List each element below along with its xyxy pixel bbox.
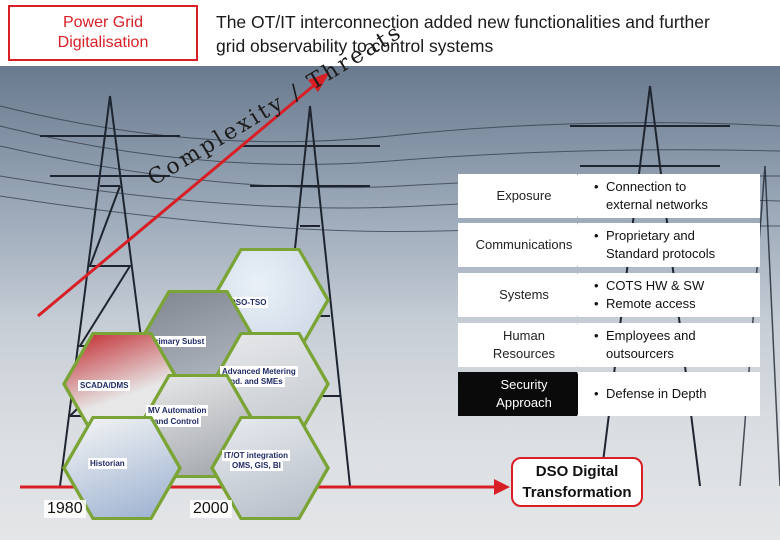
dso-box-line-1: DSO Digital	[535, 463, 619, 480]
row-security-approach-label-2: Approach	[496, 395, 552, 410]
row-human-resources-label: Human Resources	[458, 323, 590, 367]
row-communications-text-2: Standard protocols	[606, 246, 716, 261]
row-exposure-text-2: external networks	[606, 197, 708, 212]
dso-digital-transformation-box: DSO Digital Transformation	[511, 457, 643, 507]
hex-mv-label-1: MV Automation	[146, 405, 209, 416]
row-human-resources: Human Resources Employees and outsourcer…	[458, 323, 760, 367]
headline-line-1: The OT/IT interconnection added new func…	[216, 12, 710, 32]
row-communications-content: Proprietary and Standard protocols	[578, 223, 760, 267]
dso-box-line-2: Transformation	[522, 484, 632, 501]
row-human-resources-label-2: Resources	[492, 346, 556, 361]
row-communications-text-1: Proprietary and	[594, 227, 754, 245]
row-exposure: Exposure Connection to external networks	[458, 174, 760, 218]
hex-mv-label-2: and Control	[152, 416, 201, 427]
row-systems: Systems COTS HW & SW Remote access	[458, 273, 760, 317]
timeline-year-1980: 1980	[44, 500, 86, 518]
headline-line-2: grid observability to control systems	[216, 36, 494, 56]
row-security-approach-label: Security Approach	[458, 372, 590, 416]
row-human-resources-label-1: Human	[503, 328, 545, 343]
hex-dso-tso-label: DSO-TSO	[228, 297, 269, 308]
row-security-approach-label-1: Security	[500, 377, 548, 392]
hex-scada-label: SCADA/DMS	[78, 380, 131, 391]
row-systems-bullet-1: COTS HW & SW	[594, 277, 754, 295]
tag-line-2: Digitalisation	[57, 34, 149, 51]
row-systems-label: Systems	[458, 273, 590, 317]
hex-historian-label: Historian	[88, 458, 127, 469]
row-systems-bullet-2: Remote access	[594, 295, 754, 313]
hex-itot-label-2: OMS, GIS, BI	[230, 460, 283, 471]
hex-itot-label-1: IT/OT integration	[222, 450, 290, 461]
row-exposure-label: Exposure	[458, 174, 590, 218]
slide-headline: The OT/IT interconnection added new func…	[216, 10, 776, 58]
timeline-year-2000: 2000	[190, 500, 232, 518]
row-security-approach: Security Approach Defense in Depth	[458, 372, 760, 416]
hex-metering-label-2: Ind. and SMEs	[226, 376, 285, 387]
row-human-resources-content: Employees and outsourcers	[578, 323, 760, 367]
power-grid-digitalisation-tag: Power Grid Digitalisation	[8, 5, 198, 61]
row-communications: Communications Proprietary and Standard …	[458, 223, 760, 267]
row-communications-label: Communications	[458, 223, 590, 267]
row-exposure-text-1: Connection to	[594, 178, 754, 196]
hex-metering-label-1: Advanced Metering	[220, 366, 298, 377]
row-security-approach-bullet-1: Defense in Depth	[594, 385, 754, 403]
tag-line-1: Power Grid	[62, 14, 144, 31]
row-human-resources-text-2: outsourcers	[606, 346, 674, 361]
hex-primary-subst-label: Primary Subst	[148, 336, 207, 347]
row-human-resources-text-1: Employees and	[594, 327, 754, 345]
row-systems-content: COTS HW & SW Remote access	[578, 273, 760, 317]
row-security-approach-content: Defense in Depth	[578, 372, 760, 416]
row-exposure-content: Connection to external networks	[578, 174, 760, 218]
